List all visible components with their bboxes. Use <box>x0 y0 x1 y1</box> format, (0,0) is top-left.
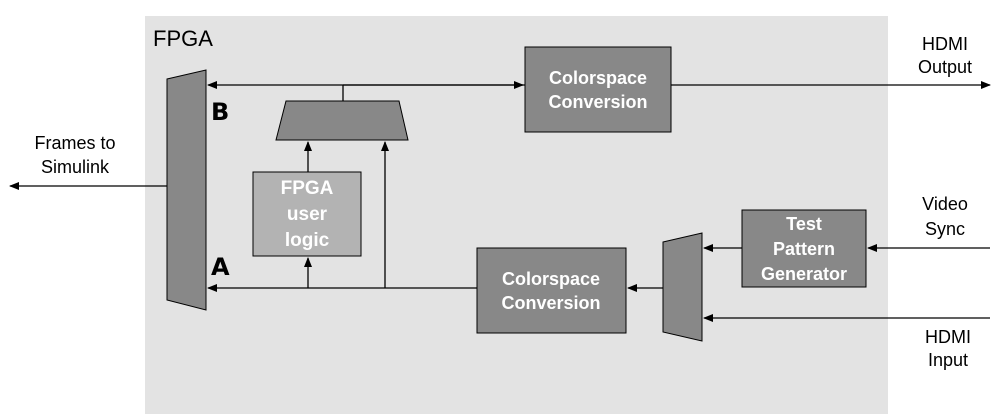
block-label: FPGA <box>281 178 334 199</box>
fpga-user-logic: FPGA user logic <box>252 171 362 257</box>
test-pattern-generator: Test Pattern Generator <box>741 209 867 288</box>
block-label: Conversion <box>501 293 600 313</box>
frames-to-simulink-label: Frames to <box>34 133 115 153</box>
block-label: Test <box>786 214 822 234</box>
block-label: logic <box>285 230 330 251</box>
block-label: Conversion <box>548 92 647 112</box>
block-label: Colorspace <box>502 269 600 289</box>
input-mux <box>662 232 703 342</box>
video-sync-label: Video <box>922 194 968 214</box>
hdmi-output-label: Output <box>918 57 972 77</box>
frames-to-simulink-label: Simulink <box>41 157 110 177</box>
block-label: Pattern <box>773 239 835 259</box>
selector-mux <box>275 100 409 141</box>
fpga-label: FPGA <box>153 26 213 51</box>
colorspace-conversion-bottom: Colorspace Conversion <box>476 247 627 334</box>
output-mux <box>166 69 207 311</box>
hdmi-input-label: Input <box>928 350 968 370</box>
video-sync-label: Sync <box>925 219 965 239</box>
hdmi-output-label: HDMI <box>922 34 968 54</box>
colorspace-conversion-top: Colorspace Conversion <box>524 46 672 133</box>
block-label: user <box>287 204 328 225</box>
hdmi-input-label: HDMI <box>925 327 971 347</box>
block-label: Generator <box>761 264 847 284</box>
port-b-label: B <box>211 98 229 126</box>
port-a-label: A <box>211 253 230 281</box>
block-label: Colorspace <box>549 68 647 88</box>
